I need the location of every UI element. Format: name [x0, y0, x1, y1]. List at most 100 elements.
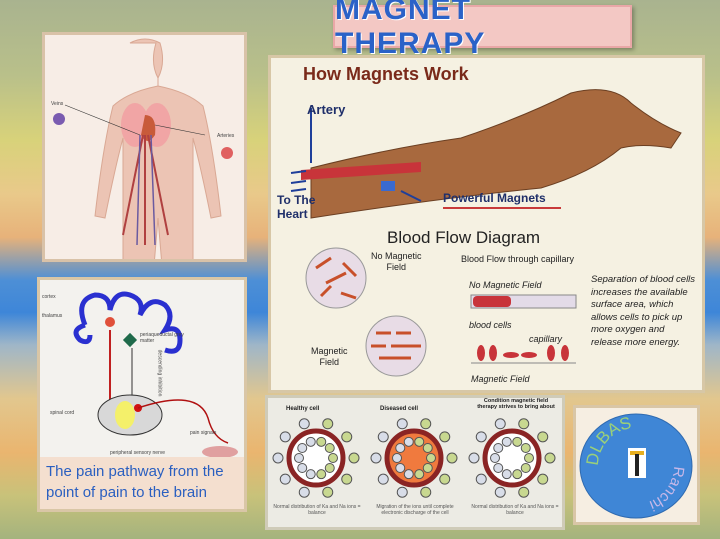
negative-ion-icon — [298, 486, 310, 498]
positive-ion-icon — [322, 418, 334, 430]
negative-ion-icon — [493, 462, 504, 473]
negative-ion-icon — [377, 431, 389, 443]
cap-no-field-label: No Magnetic Field — [469, 280, 542, 290]
positive-ion-icon — [422, 443, 433, 454]
negative-ion-icon — [493, 443, 504, 454]
negative-ion-icon — [403, 436, 414, 447]
artery-label: Artery — [307, 102, 346, 117]
positive-ion-icon — [341, 473, 353, 485]
how-magnets-work-panel: How Magnets Work Artery To The Heart Pow… — [268, 55, 705, 393]
negative-ion-icon — [395, 462, 406, 473]
how-magnets-heading: How Magnets Work — [303, 64, 469, 84]
positive-ion-icon — [544, 452, 556, 464]
peripheral-nerve-label: peripheral sensory nerve — [110, 450, 166, 456]
positive-ion-icon — [512, 436, 523, 447]
positive-ion-icon — [426, 453, 436, 463]
pain-pathway-panel: cortex thalamus periaqueductal grey matt… — [37, 277, 247, 512]
positive-ion-icon — [520, 462, 531, 473]
pain-pathway-diagram — [73, 291, 238, 458]
positive-ion-icon — [328, 453, 338, 463]
negative-ion-icon — [468, 452, 480, 464]
positive-ion-icon — [341, 431, 353, 443]
positive-ion-icon — [322, 486, 334, 498]
positive-ion-icon — [446, 452, 458, 464]
negative-ion-icon — [395, 443, 406, 454]
cell-title-1: Healthy cell — [286, 406, 320, 412]
negative-ion-icon — [501, 436, 512, 447]
cell-desc-3: Normal distribution of Ka and Na ions = … — [471, 504, 559, 516]
negative-ion-icon — [396, 486, 408, 498]
arteries-label: Arteries — [217, 133, 235, 139]
positive-ion-icon — [439, 431, 451, 443]
spinal-cord-label: spinal cord — [50, 410, 75, 416]
negative-ion-icon — [305, 436, 316, 447]
negative-ion-icon — [490, 453, 500, 463]
to-heart-label: To The Heart — [277, 193, 316, 221]
cell-ions-panel: Healthy cell Diseased cell Condition mag… — [265, 395, 565, 530]
negative-ion-icon — [475, 431, 487, 443]
negative-ion-icon — [272, 452, 284, 464]
negative-ion-icon — [396, 418, 408, 430]
negative-ion-icon — [298, 418, 310, 430]
negative-ion-icon — [370, 452, 382, 464]
positive-ion-icon — [324, 462, 335, 473]
dlbas-logo: DLBAS Ranchi — [579, 413, 693, 519]
positive-ion-icon — [524, 453, 534, 463]
positive-ion-icon — [422, 462, 433, 473]
positive-ion-icon — [512, 469, 523, 480]
pain-signals-label: pain signals — [190, 430, 217, 436]
capillary-title: Blood Flow through capillary — [461, 254, 575, 264]
cell-desc-2: Migration of the ions until complete ele… — [376, 504, 454, 516]
positive-ion-icon — [520, 443, 531, 454]
negative-ion-icon — [475, 473, 487, 485]
negative-ion-icon — [294, 453, 304, 463]
negative-ion-icon — [297, 462, 308, 473]
positive-ion-icon — [420, 486, 432, 498]
positive-ion-icon — [316, 469, 327, 480]
body-illustration — [53, 38, 233, 279]
page-title: MAGNET THERAPY — [335, 0, 486, 60]
cortex-label: cortex — [42, 294, 56, 300]
body-anatomy-panel: Veins Arteries — [42, 32, 247, 279]
positive-ion-icon — [537, 473, 549, 485]
positive-ion-icon — [348, 452, 360, 464]
positive-ion-icon — [518, 418, 530, 430]
positive-ion-icon — [439, 473, 451, 485]
arteries-dot — [221, 147, 233, 159]
cell-title-2: Diseased cell — [380, 406, 419, 412]
positive-ion-icon — [420, 418, 432, 430]
thalamus-label: thalamus — [42, 313, 63, 319]
no-field-circle-label: No Magnetic Field — [371, 251, 422, 272]
cell-desc-1: Normal distribution of Ka and Na ions = … — [273, 504, 361, 516]
negative-ion-icon — [501, 469, 512, 480]
descending-label: descending inhibition — [156, 349, 163, 397]
negative-ion-icon — [494, 486, 506, 498]
negative-ion-icon — [392, 453, 402, 463]
negative-ion-icon — [305, 469, 316, 480]
positive-ion-icon — [414, 436, 425, 447]
cell-title-3: Condition magnetic field therapy strives… — [477, 398, 555, 410]
cap-field-label: Magnetic Field — [471, 374, 530, 384]
blood-flow-title: Blood Flow Diagram — [387, 228, 541, 247]
title-banner: MAGNET THERAPY — [333, 0, 632, 60]
explanation-text: Separation of blood cells increases the … — [591, 274, 696, 348]
negative-ion-icon — [279, 473, 291, 485]
negative-ion-icon — [494, 418, 506, 430]
positive-ion-icon — [518, 486, 530, 498]
negative-ion-icon — [297, 443, 308, 454]
field-circle-label: Magnetic Field — [311, 346, 348, 367]
positive-ion-icon — [324, 443, 335, 454]
veins-label: Veins — [51, 101, 64, 107]
positive-ion-icon — [316, 436, 327, 447]
positive-ion-icon — [537, 431, 549, 443]
arm-illustration — [290, 89, 682, 377]
negative-ion-icon — [377, 473, 389, 485]
blood-cells-label: blood cells — [469, 320, 512, 330]
powerful-magnets-label: Powerful Magnets — [443, 191, 546, 205]
capillary-label: capillary — [529, 334, 563, 344]
negative-ion-icon — [279, 431, 291, 443]
dlbas-logo-panel: DLBAS Ranchi — [573, 405, 700, 525]
pag-label: periaqueductal grey matter — [140, 332, 184, 344]
negative-ion-icon — [403, 469, 414, 480]
cell-ions-diagram — [272, 418, 556, 498]
